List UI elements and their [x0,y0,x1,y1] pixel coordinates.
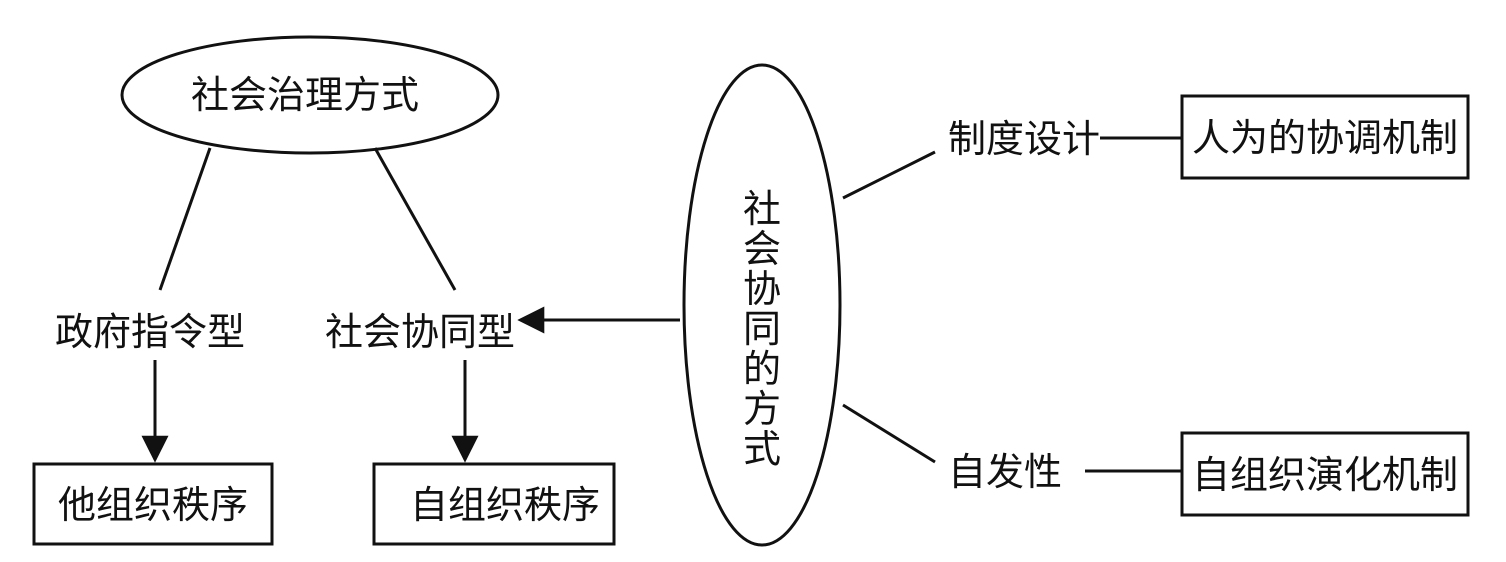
vertical-char: 会 [743,227,781,271]
vertical-char: 社 [743,187,781,231]
vertical-char: 的 [743,347,781,391]
artificial-coordination-box [1180,94,1470,180]
self-organized-order-label: 自组织秩序 [410,483,600,527]
self-organized-evolution-label: 自组织演化机制 [1192,453,1458,497]
institutional-design-label: 制度设计 [948,117,1100,161]
connector-to-social-collaboration [373,147,457,291]
hetero-organized-order-node: 他组织秩序 [32,462,274,546]
connector-to-institutional-design [842,150,936,200]
hetero-organized-order-label: 他组织秩序 [58,483,248,527]
connector-to-spontaneity [842,403,936,464]
social-collaboration-way-ellipse [682,63,842,547]
self-organized-evolution-node: 自组织演化机制 [1180,431,1470,517]
connector-to-government-command [158,147,212,291]
spontaneity-label: 自发性 [948,450,1062,494]
self-organized-order-node: 自组织秩序 [372,462,616,546]
vertical-char: 协 [743,267,781,311]
self-organized-evolution-box [1180,431,1470,517]
self-organized-order-box [372,462,616,546]
government-command-label: 政府指令型 [55,310,245,354]
social-collaboration-way-label: 社 会 协 同 的 方 式 [743,187,781,471]
vertical-char: 式 [743,427,781,471]
governance-modes-label: 社会治理方式 [191,73,419,117]
social-collaboration-type-label: 社会协同型 [325,310,515,354]
vertical-char: 同 [743,307,781,351]
vertical-char: 方 [743,387,781,431]
governance-modes-node: 社会治理方式 [120,35,500,155]
artificial-coordination-node: 人为的协调机制 [1180,94,1470,180]
hetero-organized-order-box [32,462,274,546]
governance-modes-ellipse [120,35,500,155]
social-collaboration-way-node: 社 会 协 同 的 方 式 [682,63,842,547]
artificial-coordination-label: 人为的协调机制 [1192,116,1458,160]
